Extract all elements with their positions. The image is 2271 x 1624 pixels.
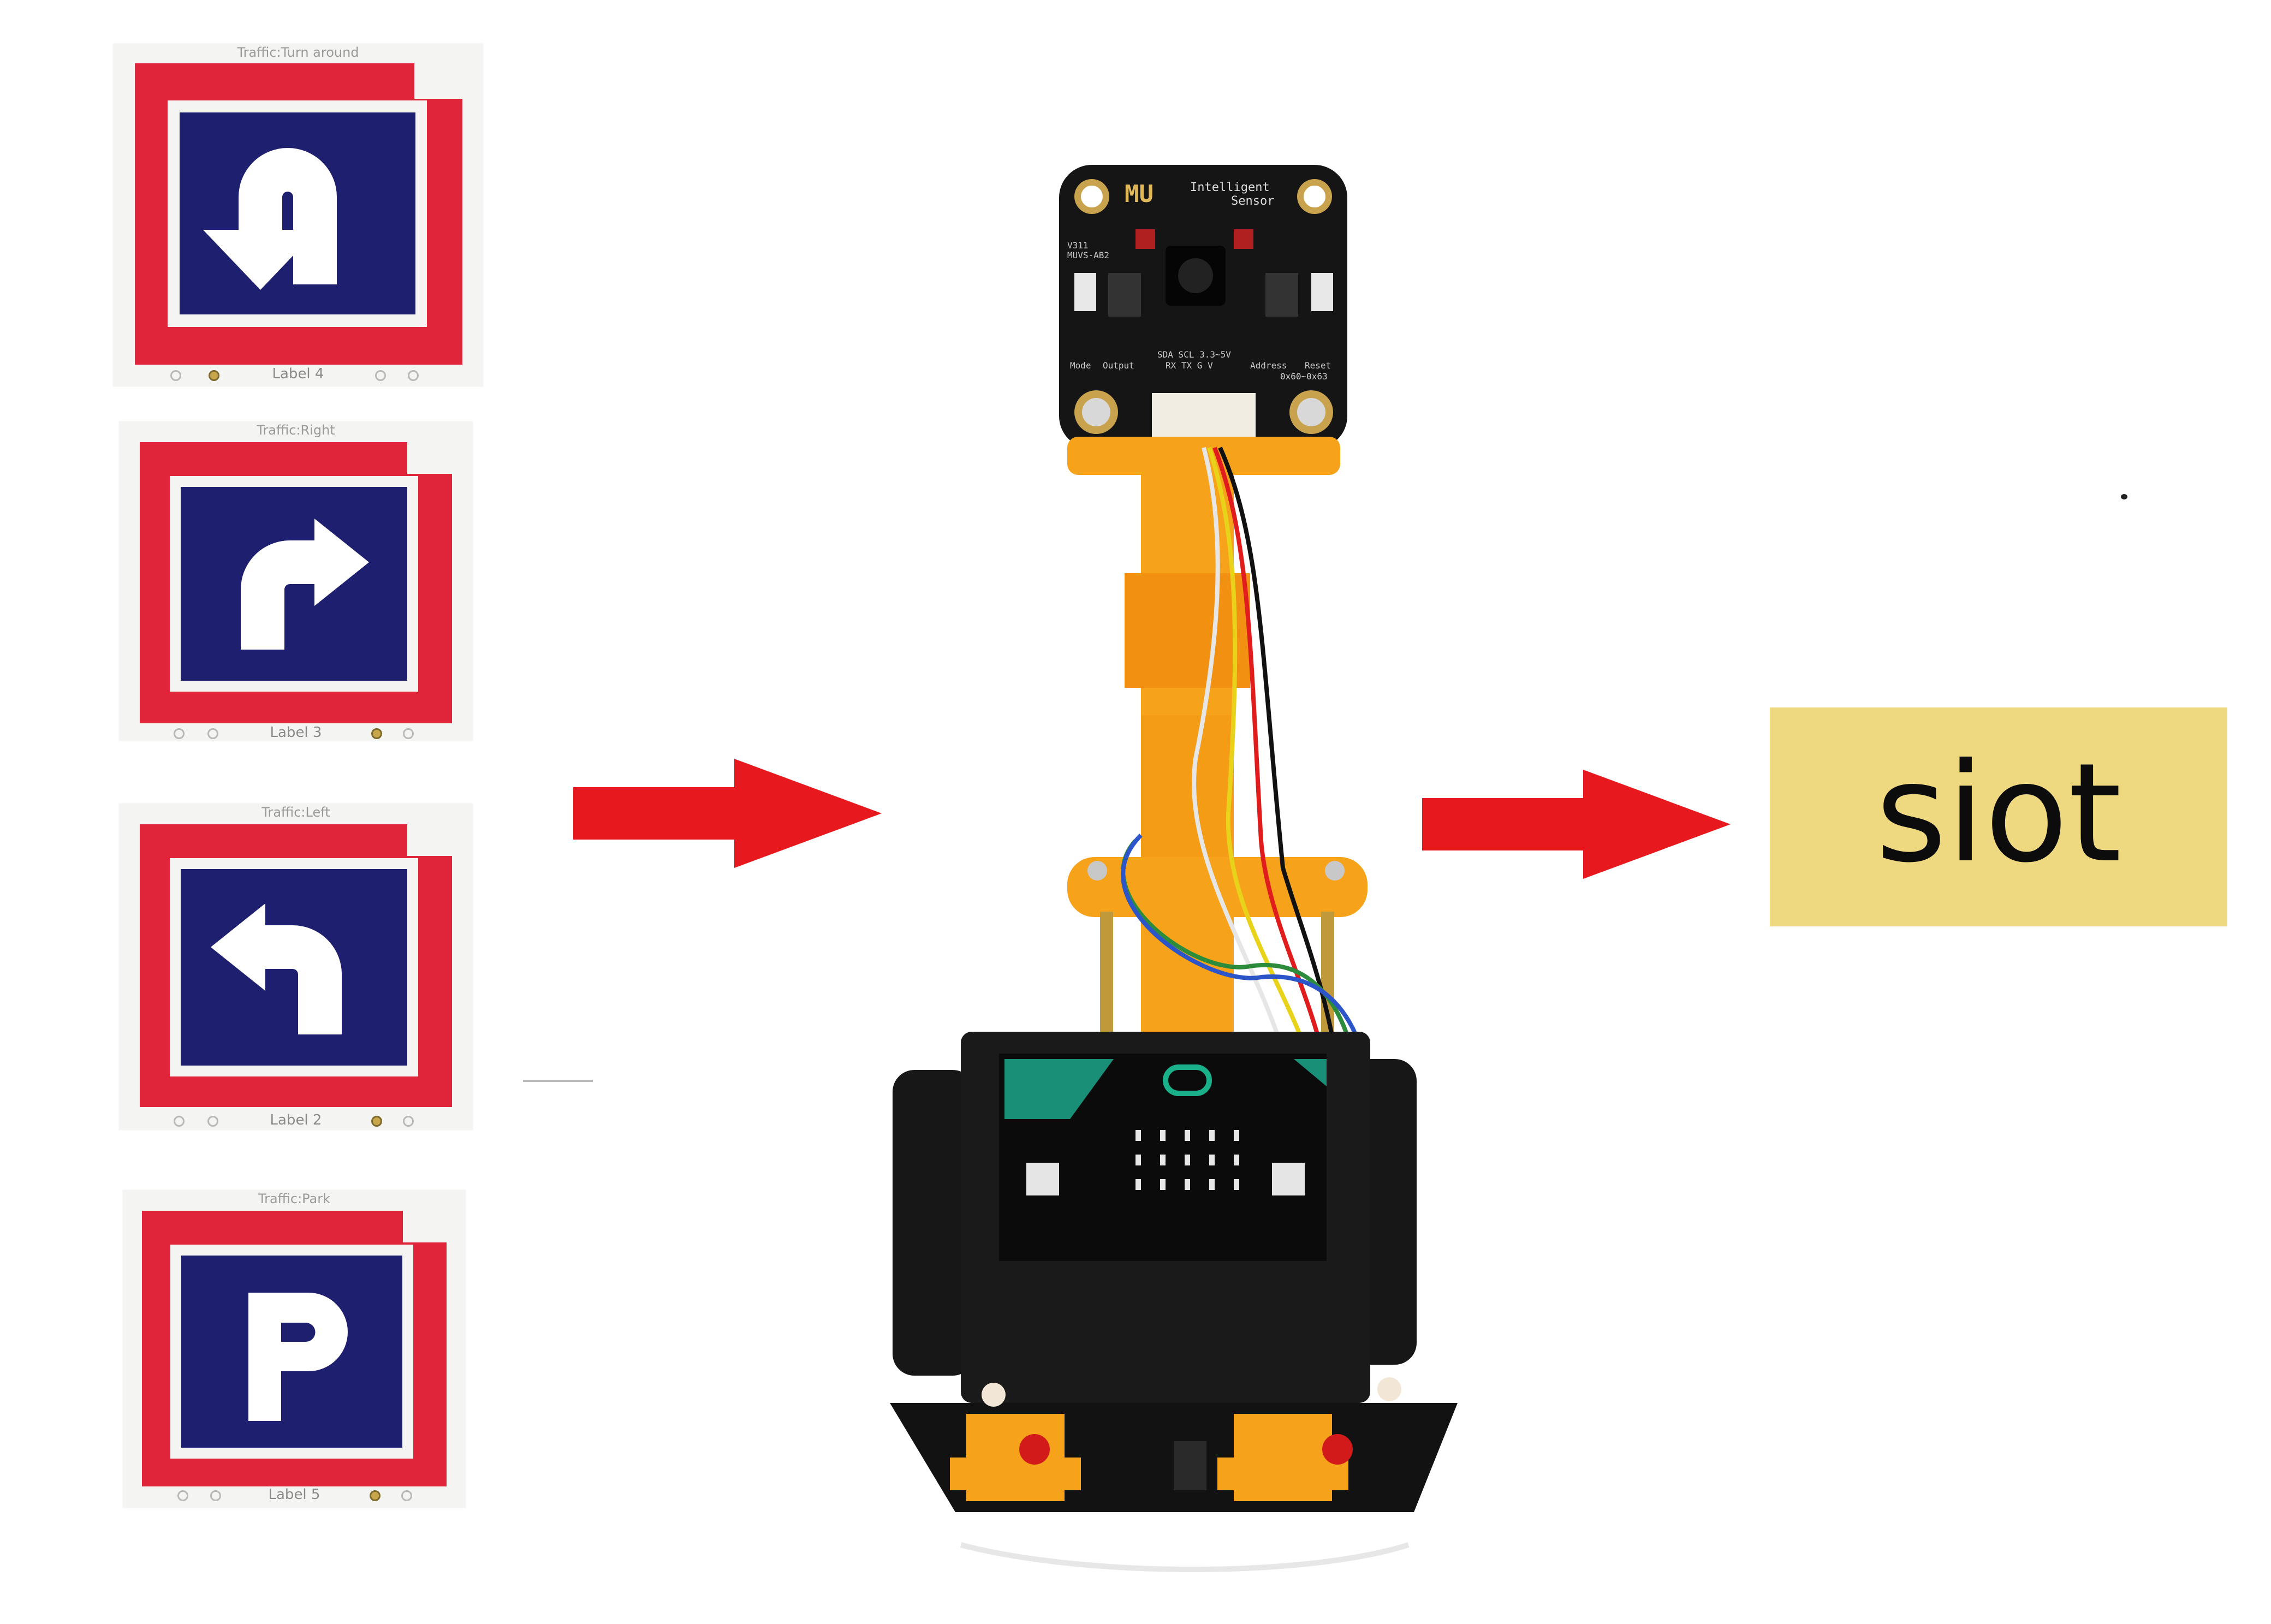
sensor-pins: SDA SCL 3.3~5V bbox=[1157, 349, 1231, 360]
u-turn-icon bbox=[135, 63, 462, 365]
indicator-dot bbox=[401, 1490, 412, 1501]
indicator-dot bbox=[371, 728, 382, 739]
siot-target-box: siot bbox=[1770, 707, 2227, 926]
sensor-line1: Intelligent bbox=[1190, 181, 1270, 194]
stray-mark bbox=[523, 1080, 593, 1082]
sensor-model2: MUVS-AB2 bbox=[1067, 250, 1109, 260]
robot-chassis bbox=[890, 1032, 1458, 1572]
indicator-dot bbox=[207, 728, 218, 739]
indicator-dot bbox=[375, 370, 386, 381]
sensor-line2: Sensor bbox=[1231, 194, 1274, 208]
card-label: Label 5 bbox=[268, 1486, 320, 1503]
indicator-dot bbox=[210, 1490, 221, 1501]
sensor-reset: Reset bbox=[1305, 360, 1331, 371]
sign-card-park: Traffic:Park Label 5 bbox=[123, 1190, 466, 1508]
card-caption: Traffic:Turn around bbox=[237, 45, 359, 60]
indicator-dot bbox=[209, 370, 219, 381]
stray-dot bbox=[2121, 494, 2127, 499]
indicator-dot bbox=[403, 1116, 414, 1127]
flow-arrow-right-icon bbox=[573, 759, 882, 868]
indicator-dot bbox=[174, 1116, 185, 1127]
card-caption: Traffic:Right bbox=[257, 423, 335, 438]
card-label: Label 2 bbox=[270, 1112, 322, 1128]
sensor-pins2: RX TX G V bbox=[1166, 360, 1213, 371]
mu-vision-sensor: MU Intelligent Sensor V311 MUVS-AB2 Mode… bbox=[1059, 165, 1347, 449]
indicator-dot bbox=[177, 1490, 188, 1501]
sensor-address: 0x60~0x63 bbox=[1280, 371, 1328, 382]
indicator-dot bbox=[170, 370, 181, 381]
indicator-dot bbox=[371, 1116, 382, 1127]
siot-label: siot bbox=[1875, 733, 2122, 893]
sensor-address-label: Address bbox=[1250, 360, 1287, 371]
indicator-dot bbox=[370, 1490, 381, 1501]
indicator-dot bbox=[408, 370, 419, 381]
sign-card-turn-around: Traffic:Turn around Label 4 bbox=[113, 44, 483, 386]
indicator-dot bbox=[403, 728, 414, 739]
sensor-mode: Mode bbox=[1070, 360, 1091, 371]
card-label: Label 3 bbox=[270, 724, 322, 741]
turn-left-icon bbox=[140, 824, 452, 1107]
sign-card-left: Traffic:Left Label 2 bbox=[119, 804, 473, 1130]
sensor-brand: MU bbox=[1125, 180, 1154, 208]
sensor-output: Output bbox=[1103, 360, 1134, 371]
robot-car-image: MU Intelligent Sensor V311 MUVS-AB2 Mode… bbox=[890, 165, 1458, 1572]
indicator-dot bbox=[174, 728, 185, 739]
sensor-model1: V311 bbox=[1067, 240, 1089, 251]
card-label: Label 4 bbox=[272, 366, 324, 382]
sign-card-right: Traffic:Right Label 3 bbox=[119, 421, 473, 741]
flow-arrow-right-icon bbox=[1422, 770, 1731, 879]
parking-icon bbox=[142, 1211, 447, 1486]
card-caption: Traffic:Park bbox=[258, 1191, 331, 1206]
turn-right-icon bbox=[140, 442, 452, 723]
indicator-dot bbox=[207, 1116, 218, 1127]
card-caption: Traffic:Left bbox=[261, 805, 330, 820]
